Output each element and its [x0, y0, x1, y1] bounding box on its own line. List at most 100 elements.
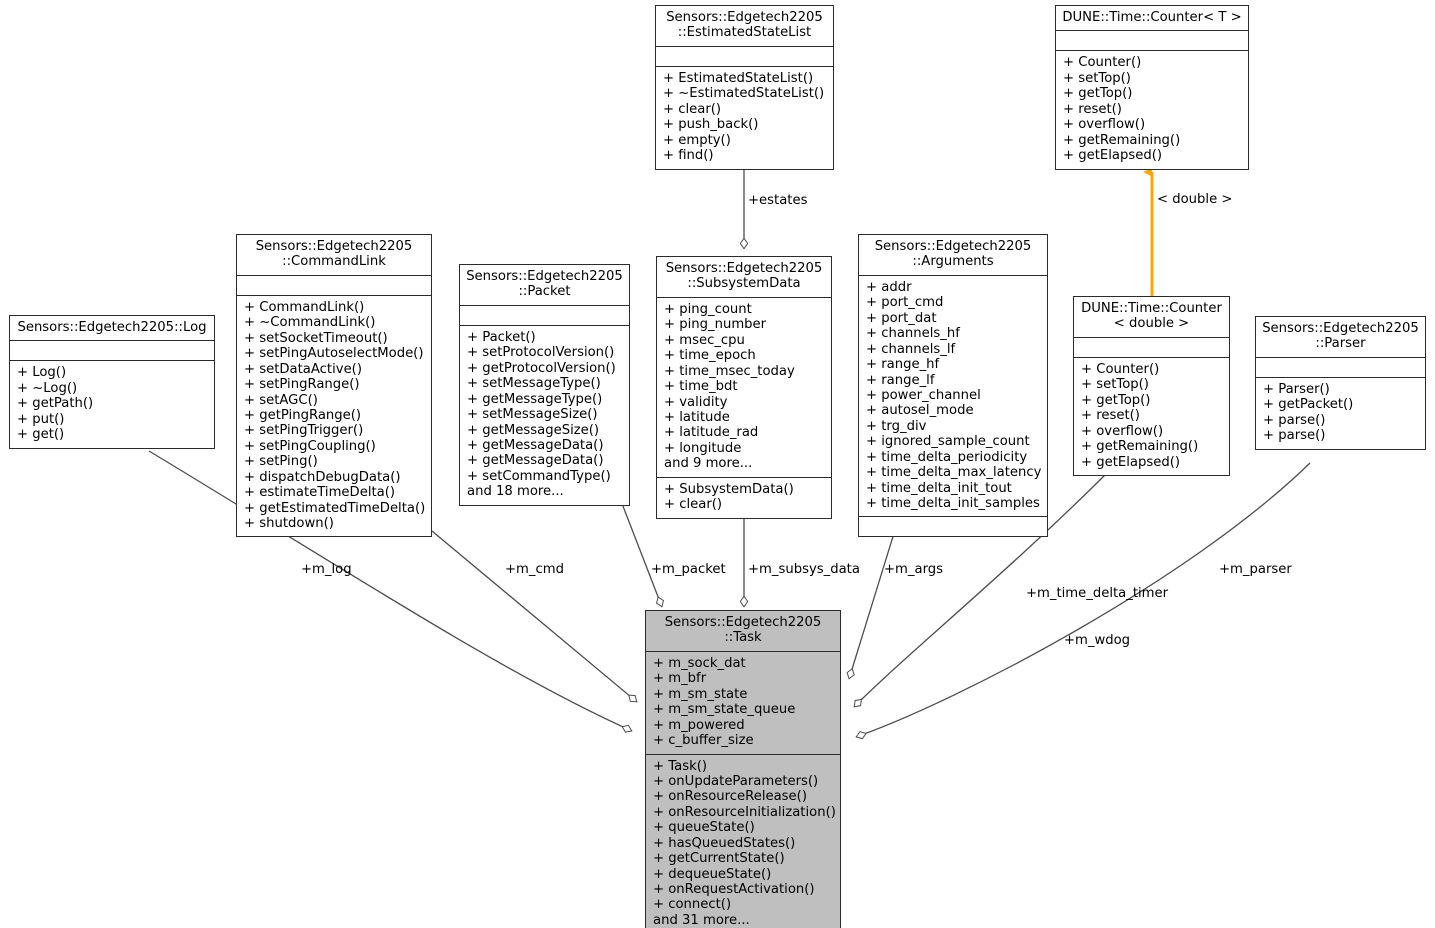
class-member: + msec_cpu — [664, 332, 745, 348]
class-title-subsystem-data: Sensors::Edgetech2205 ::SubsystemData — [665, 261, 823, 292]
edge-m-args — [849, 529, 896, 679]
class-member: + SubsystemData() — [664, 481, 794, 497]
class-member: + getMessageData() — [467, 453, 604, 469]
class-member: + m_bfr — [653, 671, 707, 687]
class-member: + getPath() — [17, 396, 94, 412]
class-member: + setPing() — [244, 454, 318, 470]
class-member: + setCommandType() — [467, 468, 611, 484]
class-member: + empty() — [663, 132, 731, 148]
class-member: + m_sm_state_queue — [653, 702, 796, 718]
class-member: + time_bdt — [664, 379, 738, 395]
edge-label-estates: +estates — [748, 193, 808, 208]
class-member: + latitude_rad — [664, 425, 759, 441]
class-member: + getEstimatedTimeDelta() — [244, 500, 426, 516]
class-member: + Counter() — [1063, 55, 1142, 71]
class-member: + overflow() — [1081, 423, 1164, 439]
class-member: + port_cmd — [866, 295, 944, 311]
class-member: + range_hf — [866, 357, 940, 373]
class-member: + queueState() — [653, 820, 755, 836]
class-member: + shutdown() — [244, 516, 334, 531]
class-title-parser: Sensors::Edgetech2205 ::Parser — [1262, 321, 1419, 352]
class-member: + setSocketTimeout() — [244, 330, 388, 346]
class-member: + latitude — [664, 409, 730, 425]
class-member: + longitude — [664, 440, 742, 456]
class-member: + hasQueuedStates() — [653, 835, 796, 851]
class-member: + put() — [17, 411, 65, 427]
class-title-command-link: Sensors::Edgetech2205 ::CommandLink — [255, 239, 413, 270]
class-box-parser[interactable]: Sensors::Edgetech2205 ::Parser + Parser(… — [1255, 316, 1426, 450]
class-member: + Task() — [653, 758, 707, 774]
class-member: + CommandLink() — [244, 299, 365, 315]
class-member: + push_back() — [663, 117, 759, 133]
class-box-task[interactable]: Sensors::Edgetech2205 ::Task + m_sock_da… — [645, 610, 841, 928]
edge-m-cmd — [431, 530, 637, 703]
class-operations-counter-t: + Counter() + setTop() + getTop() + rese… — [1056, 51, 1248, 168]
class-member: + range_lf — [866, 372, 935, 388]
class-member: + parse() — [1263, 428, 1326, 444]
edge-m-time-delta-timer — [853, 471, 1109, 708]
class-member: + channels_hf — [866, 326, 960, 342]
edge-label-m-cmd: +m_cmd — [505, 562, 564, 577]
class-member: + reset() — [1063, 101, 1122, 117]
class-operations-command-link: + CommandLink() + ~CommandLink() + setSo… — [237, 296, 431, 537]
edge-label-m-args: +m_args — [884, 562, 944, 577]
class-member: + Log() — [17, 365, 67, 381]
class-operations-packet: + Packet() + setProtocolVersion() + getP… — [460, 326, 629, 505]
class-member: + addr — [866, 279, 912, 295]
class-member: + time_epoch — [664, 348, 756, 364]
class-operations-log: + Log() + ~Log() + getPath() + put() + g… — [10, 361, 214, 447]
edge-label-m-time-delta-timer-line1: +m_time_delta_timer — [1025, 586, 1169, 602]
class-member: + dequeueState() — [653, 866, 772, 882]
class-member: + setDataActive() — [244, 361, 362, 377]
class-box-estimated-state-list[interactable]: Sensors::Edgetech2205 ::EstimatedStateLi… — [655, 5, 834, 170]
class-member: + setPingTrigger() — [244, 423, 364, 439]
edge-label-m-parser: +m_parser — [1219, 562, 1292, 577]
class-member: + onResourceRelease() — [653, 789, 807, 805]
class-member: + m_powered — [653, 717, 745, 733]
edge-m-log — [148, 450, 632, 731]
class-member: + dispatchDebugData() — [244, 469, 401, 485]
class-member: + time_delta_max_latency — [866, 465, 1042, 481]
class-box-counter-double[interactable]: DUNE::Time::Counter < double > + Counter… — [1073, 296, 1230, 476]
class-member: and 18 more... — [467, 484, 564, 500]
class-title-arguments: Sensors::Edgetech2205 ::Arguments — [874, 239, 1032, 270]
class-member: + find() — [663, 148, 714, 164]
class-member: + port_dat — [866, 310, 937, 326]
class-member: + parse() — [1263, 412, 1326, 428]
class-member: + power_channel — [866, 387, 981, 403]
class-box-command-link[interactable]: Sensors::Edgetech2205 ::CommandLink + Co… — [236, 234, 432, 538]
class-box-log[interactable]: Sensors::Edgetech2205::Log + Log() + ~Lo… — [9, 315, 215, 449]
class-box-counter-t[interactable]: DUNE::Time::Counter< T > + Counter() + s… — [1055, 5, 1249, 170]
class-member: + channels_lf — [866, 341, 956, 357]
class-member: + get() — [17, 427, 65, 443]
class-member: + setTop() — [1081, 377, 1149, 393]
class-member: + onRequestActivation() — [653, 882, 815, 897]
class-operations-counter-double: + Counter() + setTop() + getTop() + rese… — [1074, 358, 1229, 475]
class-member: + Counter() — [1081, 361, 1160, 377]
class-member: + ignored_sample_count — [866, 434, 1030, 450]
class-member: + ~CommandLink() — [244, 315, 376, 331]
class-member: + setAGC() — [244, 392, 318, 408]
class-box-arguments[interactable]: Sensors::Edgetech2205 ::Arguments + addr… — [858, 234, 1048, 538]
class-attributes-counter-t — [1056, 31, 1248, 50]
edge-label-m-log: +m_log — [301, 562, 352, 577]
class-attributes-log — [10, 341, 214, 360]
class-title-task: Sensors::Edgetech2205 ::Task — [664, 615, 822, 646]
class-member: + getTop() — [1063, 86, 1133, 102]
class-member: + Parser() — [1263, 381, 1330, 397]
class-member: + reset() — [1081, 408, 1140, 424]
class-box-subsystem-data[interactable]: Sensors::Edgetech2205 ::SubsystemData + … — [656, 256, 832, 519]
class-member: + connect() — [653, 897, 732, 913]
class-member: + getMessageSize() — [467, 422, 600, 438]
class-attributes-counter-double — [1074, 338, 1229, 357]
class-member: + EstimatedStateList() — [663, 70, 814, 86]
class-box-packet[interactable]: Sensors::Edgetech2205 ::Packet + Packet(… — [459, 264, 630, 506]
class-title-counter-double: DUNE::Time::Counter < double > — [1081, 301, 1222, 332]
class-member: and 31 more... — [653, 912, 750, 928]
class-member: + getRemaining() — [1063, 132, 1181, 148]
class-operations-parser: + Parser() + getPacket() + parse() + par… — [1256, 378, 1425, 449]
class-member: + ~Log() — [17, 380, 78, 396]
class-member: + setPingAutoselectMode() — [244, 346, 424, 362]
class-member: + getProtocolVersion() — [467, 360, 616, 376]
